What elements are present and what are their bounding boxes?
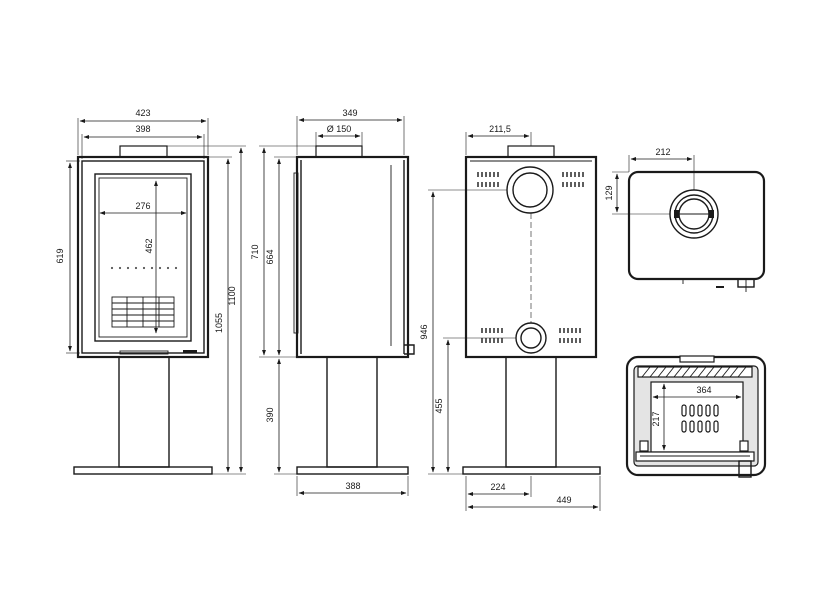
top-dim-offset-y-label: 129 — [604, 185, 614, 200]
rear-dim-outlet-946 — [428, 189, 507, 475]
side-flue-collar — [315, 145, 363, 158]
side-pedestal — [326, 356, 378, 468]
side-base-plate — [296, 466, 409, 475]
front-pedestal — [118, 356, 170, 468]
section-firebox — [650, 381, 744, 453]
front-dim-body-height — [66, 160, 80, 354]
top-dim-offset-y — [612, 171, 670, 215]
side-dim-flue-label: Ø 150 — [327, 124, 352, 134]
top-flue-damper-right — [709, 210, 714, 218]
front-dim-inner-width — [81, 134, 205, 159]
side-dim-height-710-label: 710 — [250, 244, 260, 259]
rear-base-plate — [462, 466, 601, 475]
front-dim-glass-height-label: 462 — [144, 238, 154, 253]
front-dim-height-1055-label: 1055 — [214, 313, 224, 333]
section-door — [635, 451, 755, 462]
section-dim-width — [650, 382, 744, 400]
rear-upper-outlet-outer — [506, 166, 554, 214]
front-air-dots — [110, 266, 178, 270]
rear-dim-outlet-946-label: 946 — [419, 324, 429, 339]
front-dim-glass-width-label: 276 — [135, 201, 150, 211]
front-dim-height-1055 — [208, 156, 246, 475]
front-glass — [94, 173, 192, 342]
section-door-hinge-left — [639, 440, 649, 452]
rear-vent-slots-lower — [481, 328, 581, 343]
section-dim-height-label: 217 — [651, 411, 661, 426]
rear-pedestal — [505, 356, 557, 468]
top-dim-offset-x-label: 212 — [655, 147, 670, 157]
top-body — [627, 170, 766, 281]
side-dim-base-depth-label: 388 — [345, 481, 360, 491]
side-dim-base-depth — [296, 476, 409, 496]
top-dim-offset-x — [628, 155, 695, 190]
side-dim-pedestal-height — [274, 358, 297, 475]
front-dim-height-1100 — [167, 145, 246, 473]
section-door-hinge-right — [739, 440, 749, 452]
rear-dim-flue-offset-label: 211,5 — [489, 124, 511, 134]
side-door-edge — [293, 172, 299, 334]
rear-view: 211,5 946 455 224 449 — [419, 124, 601, 511]
top-handle-mark — [716, 286, 724, 288]
side-dim-flue — [315, 132, 363, 146]
rear-dim-outlet-455-label: 455 — [434, 398, 444, 413]
front-flue-collar — [119, 145, 168, 158]
section-grate-slots — [681, 404, 719, 433]
front-view: 423 398 276 462 619 1055 1 — [55, 108, 246, 475]
rear-dim-base-width-label: 449 — [556, 495, 571, 505]
rear-upper-outlet-inner — [512, 172, 548, 208]
side-view: 349 Ø 150 710 664 390 — [250, 108, 415, 496]
front-glass-inner — [98, 177, 188, 338]
rear-dim-base-width — [467, 476, 601, 511]
section-baffle — [637, 366, 753, 378]
side-dim-depth-label: 349 — [342, 108, 357, 118]
front-dim-height-1100-label: 1100 — [227, 286, 237, 305]
rear-dim-base-offset — [465, 476, 532, 511]
side-dim-depth — [296, 116, 405, 155]
front-dim-outer-width-label: 423 — [135, 108, 150, 118]
front-dim-inner-width-label: 398 — [135, 124, 150, 134]
section-top-lip — [679, 355, 715, 363]
front-door-frame — [81, 160, 205, 354]
side-dim-height-664-label: 664 — [265, 249, 275, 264]
front-handle — [183, 350, 197, 353]
section-dim-width-label: 364 — [696, 385, 711, 395]
side-dim-height-664 — [274, 156, 297, 356]
top-flue-damper-left — [674, 210, 679, 218]
rear-dim-base-offset-label: 224 — [490, 482, 505, 492]
front-firebox-grate — [111, 296, 175, 328]
rear-dim-outlet-455 — [443, 337, 516, 473]
top-view: 212 129 — [604, 147, 766, 292]
side-dim-pedestal-height-label: 390 — [265, 407, 275, 422]
front-ash-lip — [119, 350, 169, 355]
rear-vent-slots-upper — [477, 172, 584, 187]
front-dim-body-height-label: 619 — [55, 248, 65, 263]
rear-lower-outlet-inner — [520, 327, 542, 349]
front-dim-outer-width — [77, 118, 209, 155]
side-door-catch — [404, 344, 415, 355]
front-base-plate — [73, 466, 213, 475]
section-view: 364 217 — [625, 355, 767, 478]
rear-dim-flue-offset — [465, 132, 532, 155]
rear-flue-collar — [507, 145, 555, 158]
side-dim-height-710 — [259, 145, 316, 358]
section-door-latch — [738, 460, 752, 478]
